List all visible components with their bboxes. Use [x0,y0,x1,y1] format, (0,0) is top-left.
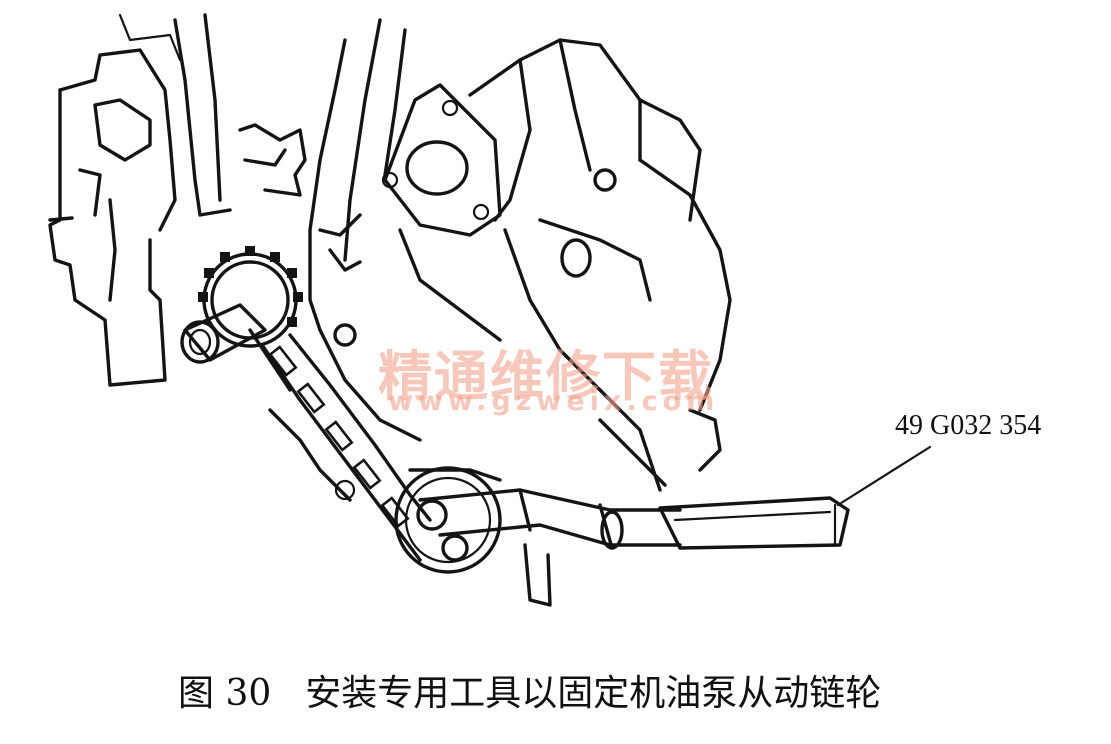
oil-pump-chain [260,333,432,562]
timing-cover [238,18,732,607]
caption-text: 安装专用工具以固定机油泵从动链轮 [305,673,882,714]
watermark-url: www.gzweix.com [388,386,720,417]
special-tool-49G032354 [418,488,850,550]
drive-sprocket [180,246,303,364]
sprocket-teeth [198,246,303,327]
figure-caption: 图 30 安装专用工具以固定机油泵从动链轮 [178,664,881,716]
engine-block-left [48,13,232,387]
watermark-title: 精通维修下载 [378,344,714,408]
part-number-label: 49 G032 354 [895,410,1042,441]
callout-leader-line [836,445,932,507]
figure-number: 图 30 [178,673,272,714]
oil-pump-driven-sprocket [394,466,502,574]
